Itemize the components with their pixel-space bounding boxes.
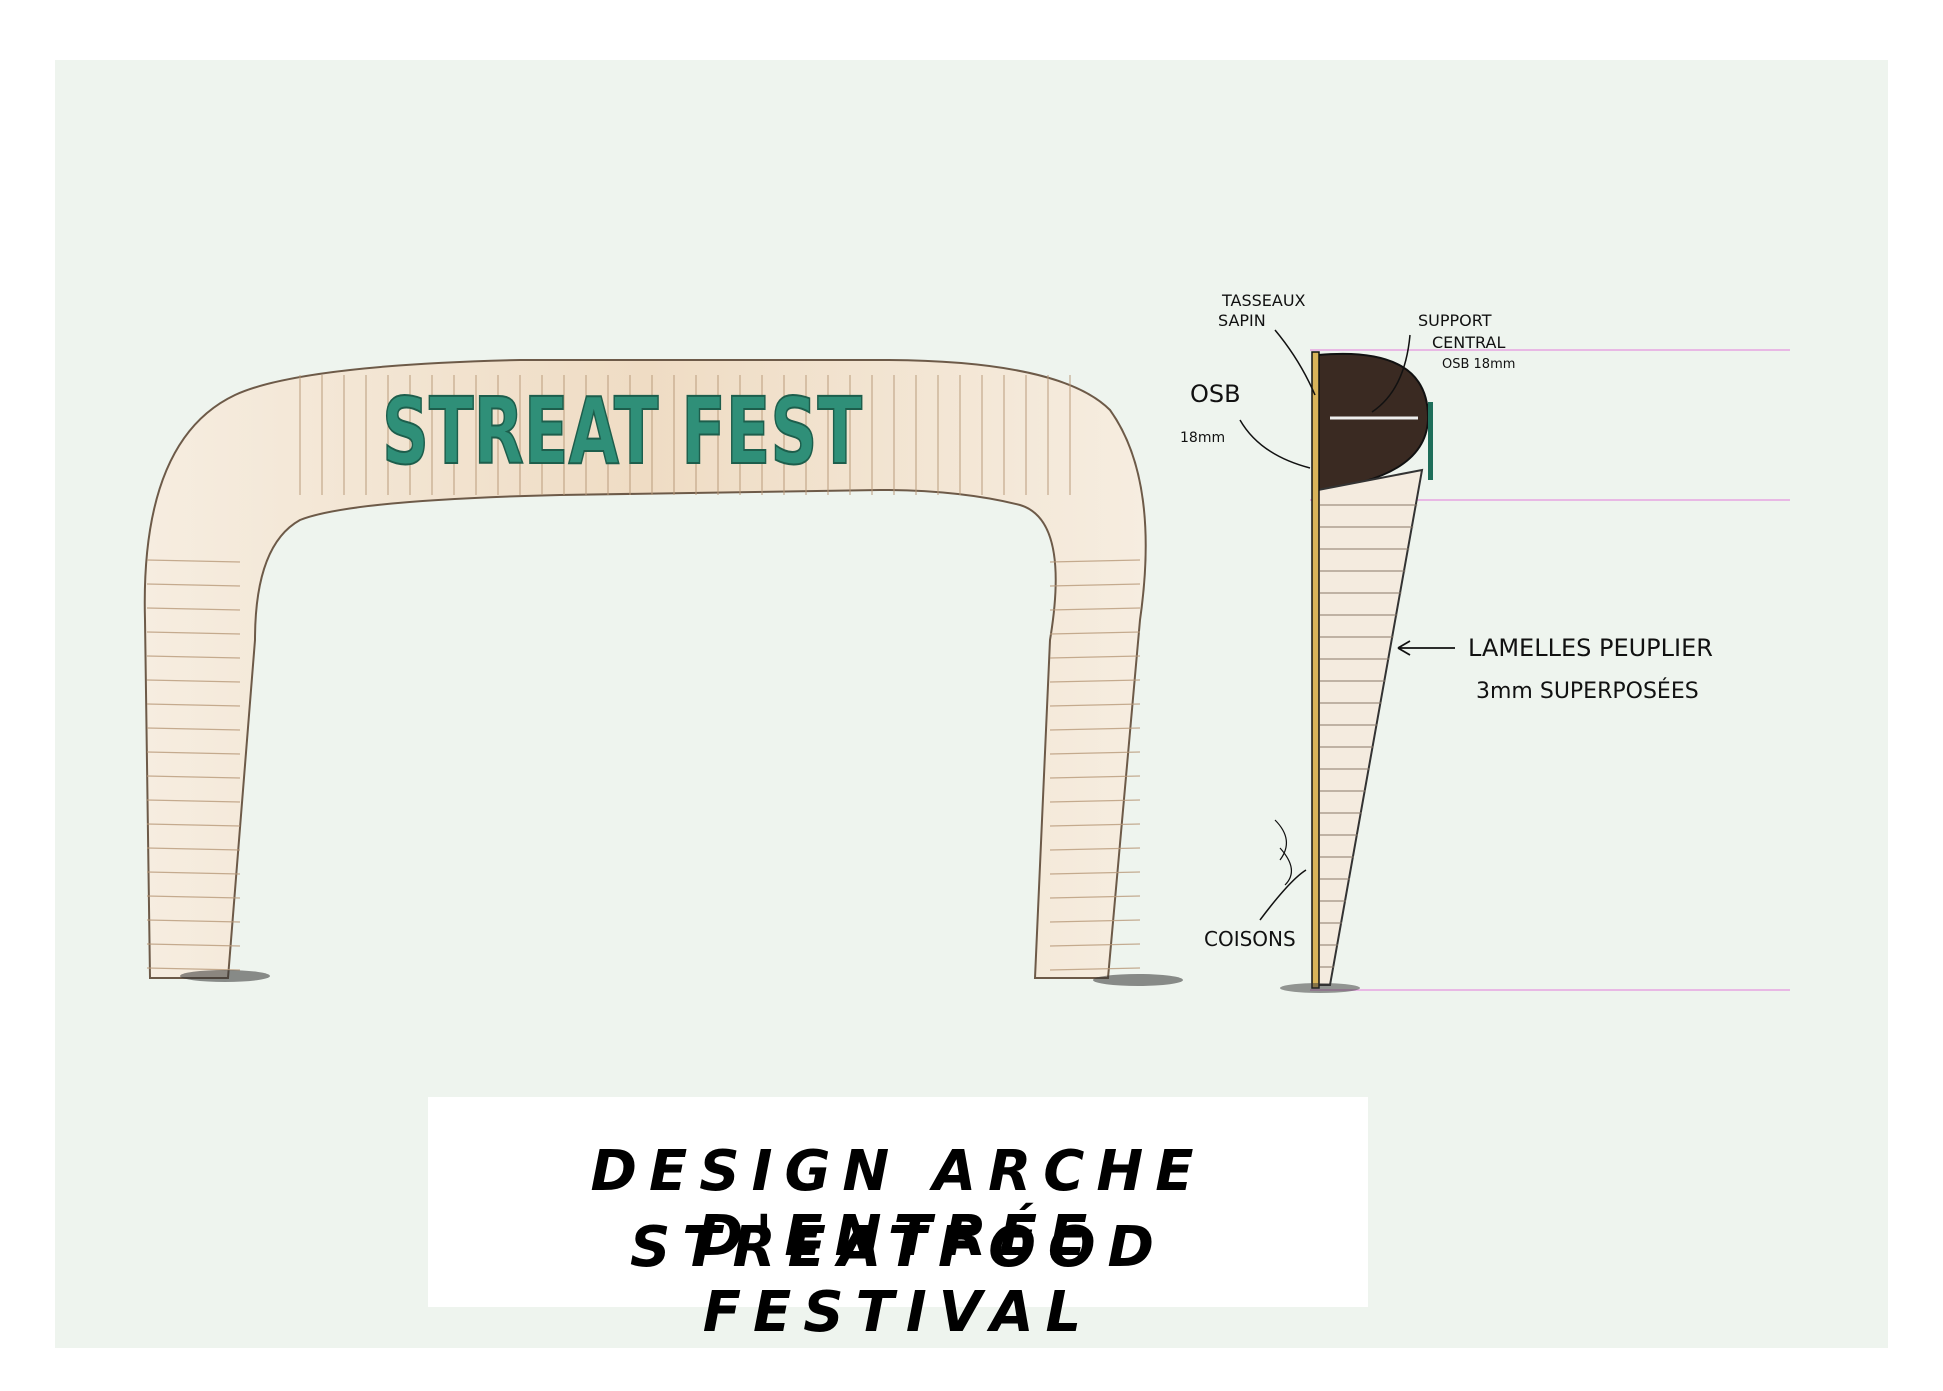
caption-line-2: STREATFOOD FESTIVAL [629, 1215, 1167, 1345]
arch-slat [146, 871, 241, 875]
arch-slat [146, 847, 241, 851]
sapin-label: SAPIN [1218, 311, 1266, 330]
annotation-support: SUPPORT CENTRAL OSB 18mm [1371, 311, 1515, 413]
arch-slat [1049, 943, 1141, 947]
annotation-osb: OSB 18mm [1180, 380, 1311, 469]
arch-slat [1049, 871, 1141, 875]
arch-slat [146, 607, 241, 611]
support-label: SUPPORT [1418, 311, 1492, 330]
arch-slat [1049, 751, 1141, 755]
arch-slat [1049, 631, 1141, 635]
entrance-arch [143, 359, 1183, 986]
arch-slat [146, 967, 241, 971]
osb-label: OSB [1190, 380, 1241, 408]
arch-slat [1049, 607, 1141, 611]
arch-slat [1049, 799, 1141, 803]
arch-slat [146, 823, 241, 827]
arch-slat [1049, 583, 1141, 587]
arch-slat [146, 583, 241, 587]
arch-slat [146, 631, 241, 635]
arch-slat [146, 679, 241, 683]
arch-slat [146, 799, 241, 803]
tasseaux-label: TASSEAUX [1221, 291, 1306, 310]
arch-slat [1049, 559, 1141, 563]
arch-slat [1049, 919, 1141, 923]
caption-line-1: DESIGN ARCHE D'ENTRÉE [590, 1139, 1206, 1269]
arch-slat [146, 775, 241, 779]
arch-slat [1049, 823, 1141, 827]
lamelles-label: LAMELLES PEUPLIER [1468, 634, 1713, 662]
arch-slat [1049, 775, 1141, 779]
arch-slat [146, 727, 241, 731]
central-label: CENTRAL [1432, 333, 1505, 352]
arch-slat [146, 655, 241, 659]
arch-slat [146, 943, 241, 947]
arch-sign-text: STREAT FEST [382, 378, 862, 485]
arch-slat [146, 751, 241, 755]
arch-slat [1049, 679, 1141, 683]
arch-slat [1049, 655, 1141, 659]
caption-box: DESIGN ARCHE D'ENTRÉE STREATFOOD FESTIVA… [428, 1097, 1368, 1345]
annotation-coisons: COISONS [1204, 819, 1307, 951]
side-section [1280, 351, 1433, 993]
arch-slat [146, 703, 241, 707]
osb-thickness-label: 18mm [1180, 430, 1225, 446]
arch-slat [1049, 967, 1141, 971]
arch-slat [1049, 847, 1141, 851]
arch-slat [1049, 727, 1141, 731]
support-osb-label: OSB 18mm [1442, 357, 1515, 372]
arch-slat [146, 559, 241, 563]
arch-slat [1049, 703, 1141, 707]
superposees-label: 3mm SUPERPOSÉES [1476, 678, 1699, 704]
arch-slat [146, 919, 241, 923]
coisons-label: COISONS [1204, 927, 1296, 951]
arch-sign: STREAT FEST [381, 377, 863, 486]
arch-slat [1049, 895, 1141, 899]
annotation-tasseaux: TASSEAUX SAPIN [1218, 291, 1316, 396]
arch-slat [146, 895, 241, 899]
annotation-lamelles: LAMELLES PEUPLIER 3mm SUPERPOSÉES [1397, 634, 1713, 704]
